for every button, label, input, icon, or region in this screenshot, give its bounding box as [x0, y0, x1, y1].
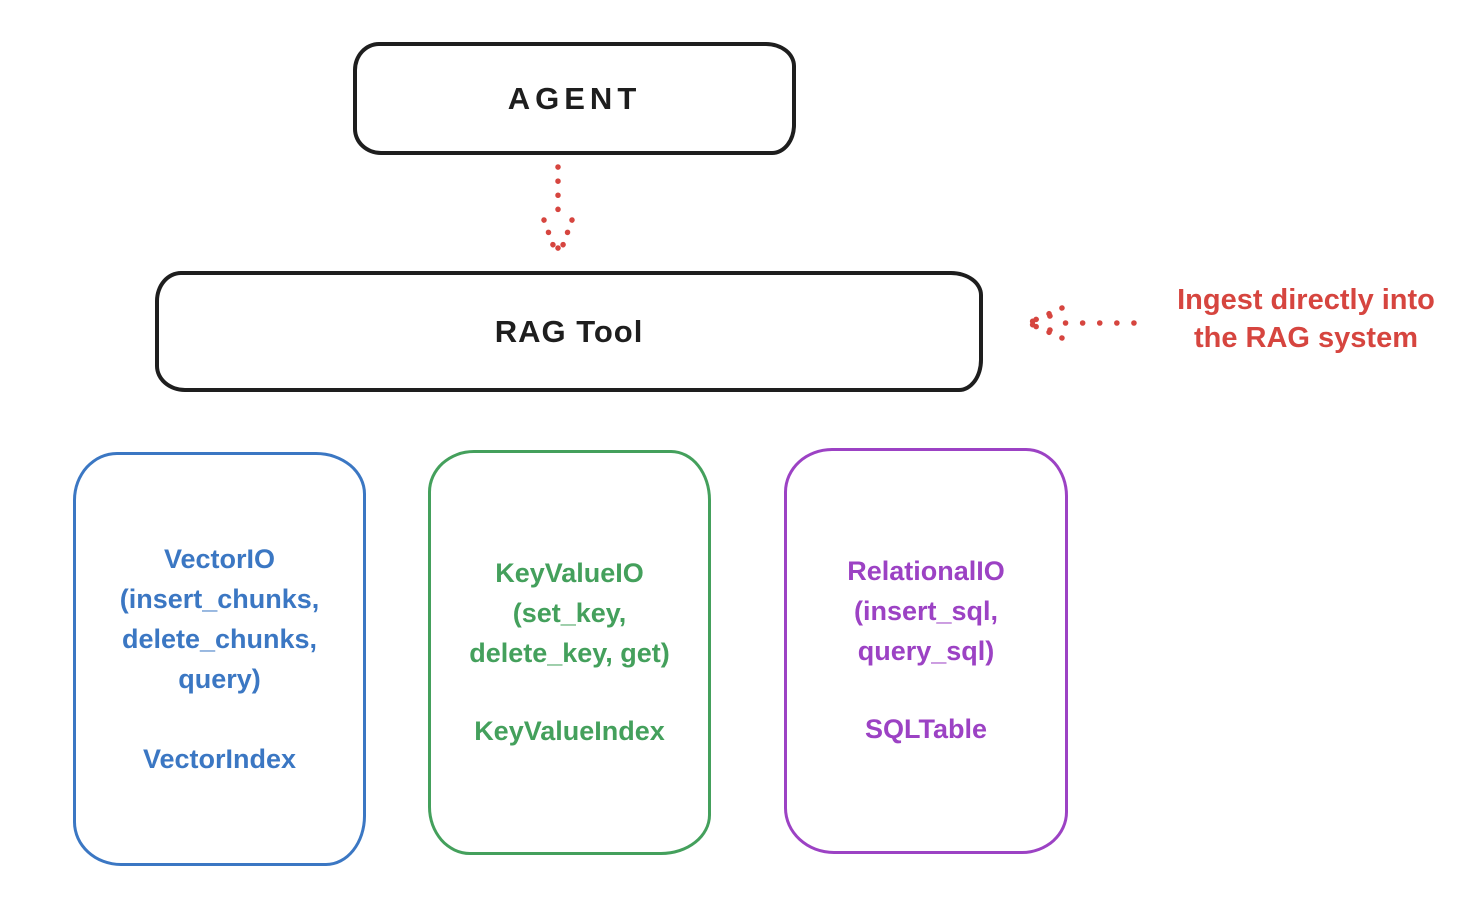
- agent-to-rag-arrow: [536, 162, 580, 271]
- dotted-down-arrow-icon: [541, 164, 575, 261]
- vector-io-title: VectorIO: [163, 544, 276, 574]
- agent-node: AGENT: [353, 42, 796, 155]
- key-value-io-node: KeyValueIO (set_key, delete_key, get) Ke…: [428, 450, 711, 855]
- relational-io-method-line2: query_sql): [857, 636, 995, 666]
- ingest-annotation: Ingest directly into the RAG system: [1138, 281, 1474, 357]
- vector-io-method-line3: query): [178, 664, 261, 694]
- relational-io-table-label: SQLTable: [864, 714, 987, 744]
- ingest-annotation-line1: Ingest directly into: [1177, 284, 1435, 316]
- vector-io-node: VectorIO (insert_chunks, delete_chunks, …: [73, 452, 366, 866]
- ingest-arrow: [1020, 300, 1140, 351]
- key-value-io-method-line1: (set_key,: [512, 598, 627, 628]
- rag-tool-node-label: RAG Tool: [494, 313, 644, 349]
- key-value-io-title: KeyValueIO: [495, 558, 644, 588]
- vector-io-method-line1: (insert_chunks,: [119, 584, 320, 614]
- relational-io-method-line1: (insert_sql,: [853, 596, 999, 626]
- key-value-io-method-line2: delete_key, get): [469, 638, 670, 668]
- key-value-io-index-label: KeyValueIndex: [474, 716, 665, 746]
- relational-io-title: RelationalIO: [847, 556, 1005, 586]
- ingest-annotation-line2: the RAG system: [1193, 322, 1418, 354]
- vector-io-index-label: VectorIndex: [142, 744, 297, 774]
- agent-node-label: AGENT: [507, 80, 642, 116]
- vector-io-method-line2: delete_chunks,: [121, 624, 318, 654]
- dotted-left-arrow-icon: [1024, 305, 1137, 341]
- relational-io-node: RelationalIO (insert_sql, query_sql) SQL…: [784, 448, 1068, 854]
- rag-tool-node: RAG Tool: [155, 271, 983, 392]
